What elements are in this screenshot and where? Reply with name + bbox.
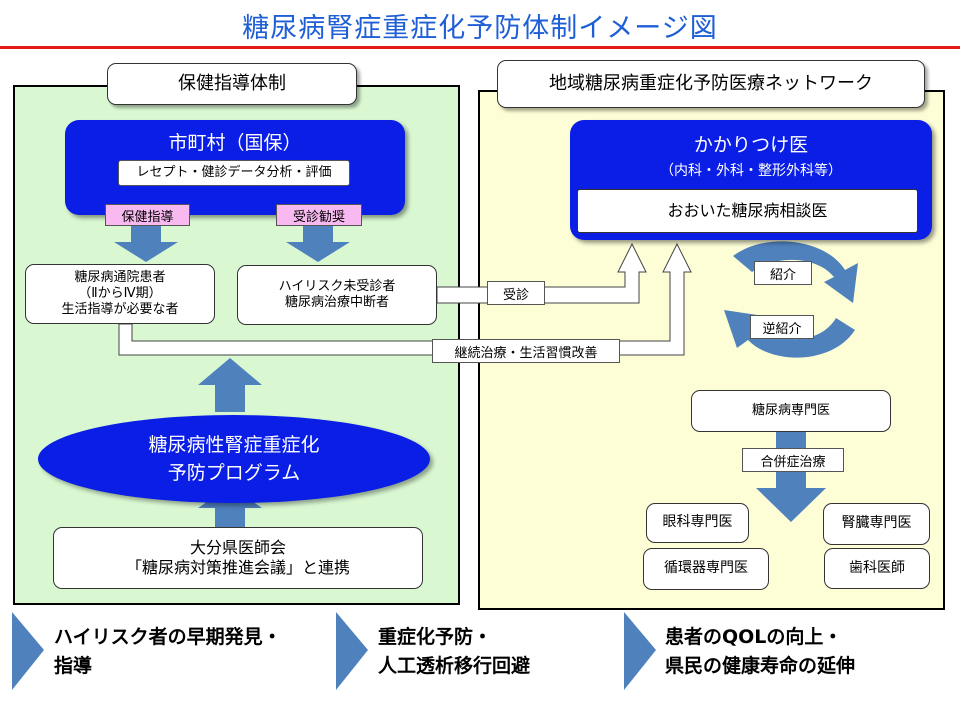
outcome-chevron-1 xyxy=(12,612,44,690)
cardiologist-box: 循環器専門医 xyxy=(643,548,769,590)
data-analysis-label: レセプト・健診データ分析・評価 xyxy=(118,160,350,186)
prevention-program-ellipse: 糖尿病性腎症重症化 予防プログラム xyxy=(38,415,430,503)
high-risk-untreated-box: ハイリスク未受診者 糖尿病治療中断者 xyxy=(237,265,437,325)
diabetes-consultant-label: おおいた糖尿病相談医 xyxy=(577,189,918,233)
complication-treatment-label: 合併症治療 xyxy=(742,448,844,472)
program-line-1: 糖尿病性腎症重症化 xyxy=(148,433,320,456)
health-guidance-label: 保健指導 xyxy=(105,204,190,226)
ophthalmologist-box: 眼科専門医 xyxy=(646,503,749,543)
outcome-2-line-1: 重症化予防・ xyxy=(378,626,493,648)
specialist-connector xyxy=(776,432,806,448)
outcome-2: 重症化予防・ 人工透析移行回避 xyxy=(378,623,638,682)
referral-label: 紹介 xyxy=(754,261,812,285)
up-arrow-to-patients xyxy=(198,358,262,412)
outcome-1: ハイリスク者の早期発見・ 指導 xyxy=(54,623,344,682)
continued-treatment-label: 継続治療・生活習慣改善 xyxy=(432,339,620,363)
referral-arrow xyxy=(733,241,858,303)
nephrologist-box: 腎臓専門医 xyxy=(823,503,930,545)
outcome-3: 患者のQOLの向上・ 県民の健康寿命の延伸 xyxy=(665,623,955,682)
dentist-box: 歯科医師 xyxy=(824,548,930,589)
municipality-name: 市町村（国保） xyxy=(168,132,302,154)
medical-assoc-line-1: 大分県医師会 xyxy=(189,538,286,557)
patient-group-2-line-1: ハイリスク未受診者 xyxy=(278,278,396,294)
patient-group-1-line-3: 生活指導が必要な者 xyxy=(61,302,179,318)
outcome-3-line-2: 県民の健康寿命の延伸 xyxy=(665,655,856,678)
outcome-chevron-3 xyxy=(624,612,656,690)
down-arrow-guidance xyxy=(114,226,178,262)
outcome-3-line-1: 患者のQOLの向上・ xyxy=(665,626,843,648)
health-guidance-header: 保健指導体制 xyxy=(107,63,357,105)
medical-assoc-line-2: 「糖尿病対策推進会議」と連携 xyxy=(125,558,350,577)
patient-group-1-line-2: （ⅡからⅣ期） xyxy=(78,285,162,301)
family-doctor-specialties: （内科・外科・整形外科等） xyxy=(660,163,842,179)
outcome-2-line-2: 人工透析移行回避 xyxy=(378,655,531,678)
patient-group-2-line-2: 糖尿病治療中断者 xyxy=(284,295,389,310)
title-divider xyxy=(0,46,960,49)
outcome-chevron-2 xyxy=(336,612,368,690)
visit-recommendation-label: 受診勧奨 xyxy=(276,204,362,226)
diabetes-specialist-box: 糖尿病専門医 xyxy=(691,390,891,432)
family-doctor-name: かかりつけ医 xyxy=(693,134,809,156)
outcome-1-line-2: 指導 xyxy=(54,655,93,678)
medical-association-box: 大分県医師会 「糖尿病対策推進会議」と連携 xyxy=(53,527,423,589)
medical-network-header: 地域糖尿病重症化予防医療ネットワーク xyxy=(497,60,925,108)
complication-down-arrow xyxy=(756,472,826,522)
up-arrow-to-program xyxy=(198,486,262,527)
reverse-referral-label: 逆紹介 xyxy=(750,315,814,339)
page-title: 糖尿病腎症重症化予防体制イメージ図 xyxy=(242,13,718,44)
diabetic-outpatients-box: 糖尿病通院患者 （ⅡからⅣ期） 生活指導が必要な者 xyxy=(25,264,215,324)
patient-group-1-line-1: 糖尿病通院患者 xyxy=(74,269,166,285)
program-line-2: 予防プログラム xyxy=(167,462,301,484)
outcome-1-line-1: ハイリスク者の早期発見・ xyxy=(54,626,282,648)
down-arrow-recommend xyxy=(286,226,350,262)
visit-label: 受診 xyxy=(487,281,545,305)
